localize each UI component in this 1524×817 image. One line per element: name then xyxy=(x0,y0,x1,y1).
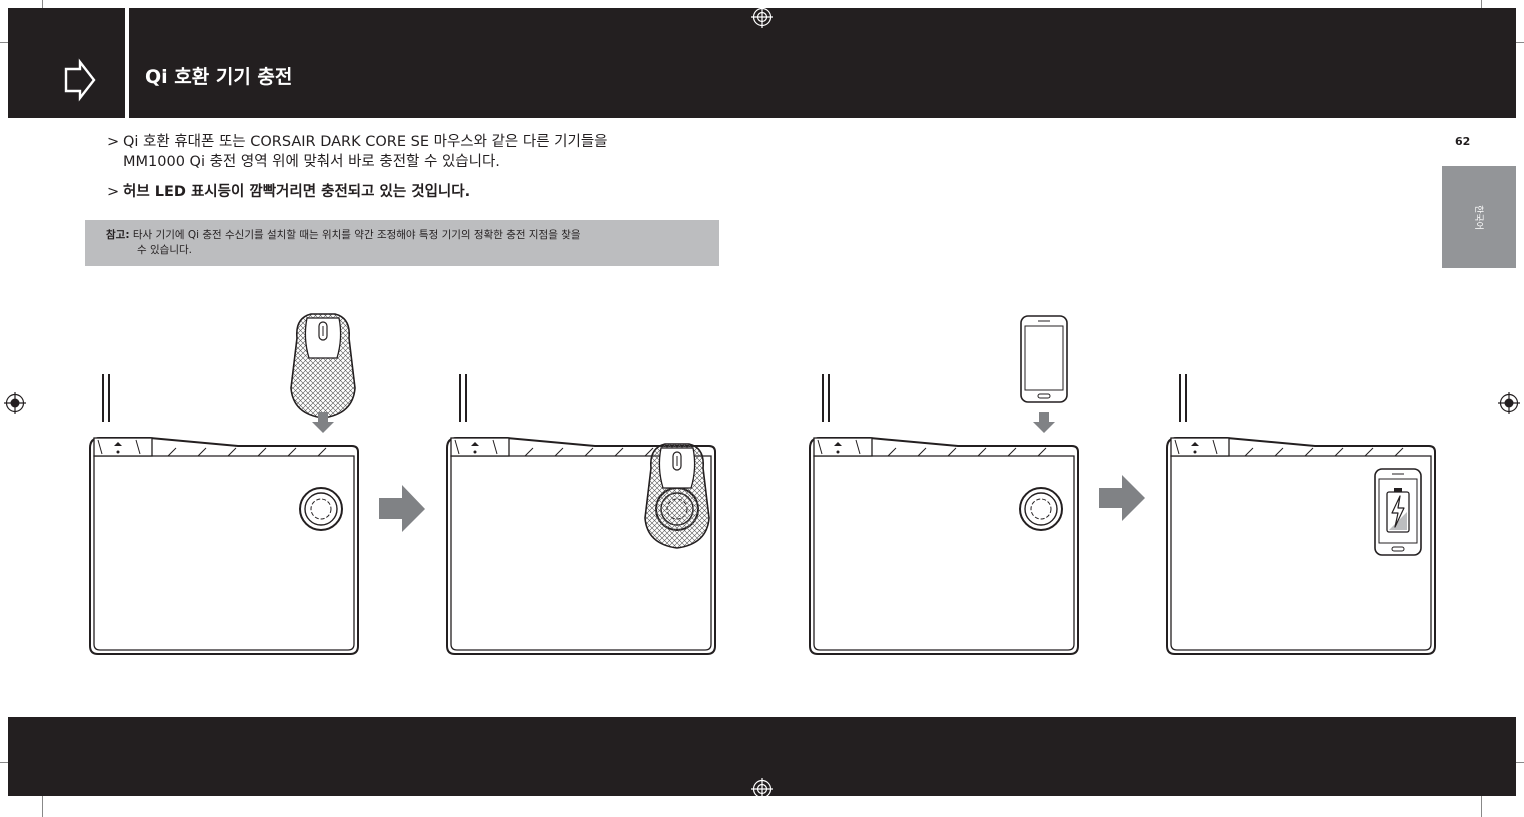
next-step-arrow-icon xyxy=(379,485,425,532)
registration-mark-icon xyxy=(751,778,773,800)
mousepad-with-mouse-charging xyxy=(447,374,715,654)
next-step-arrow-icon xyxy=(1099,475,1145,521)
mousepad-with-mouse-above xyxy=(90,314,358,654)
mousepad-with-phone-above xyxy=(810,316,1078,654)
mousepad-with-phone-charging xyxy=(1167,374,1435,654)
